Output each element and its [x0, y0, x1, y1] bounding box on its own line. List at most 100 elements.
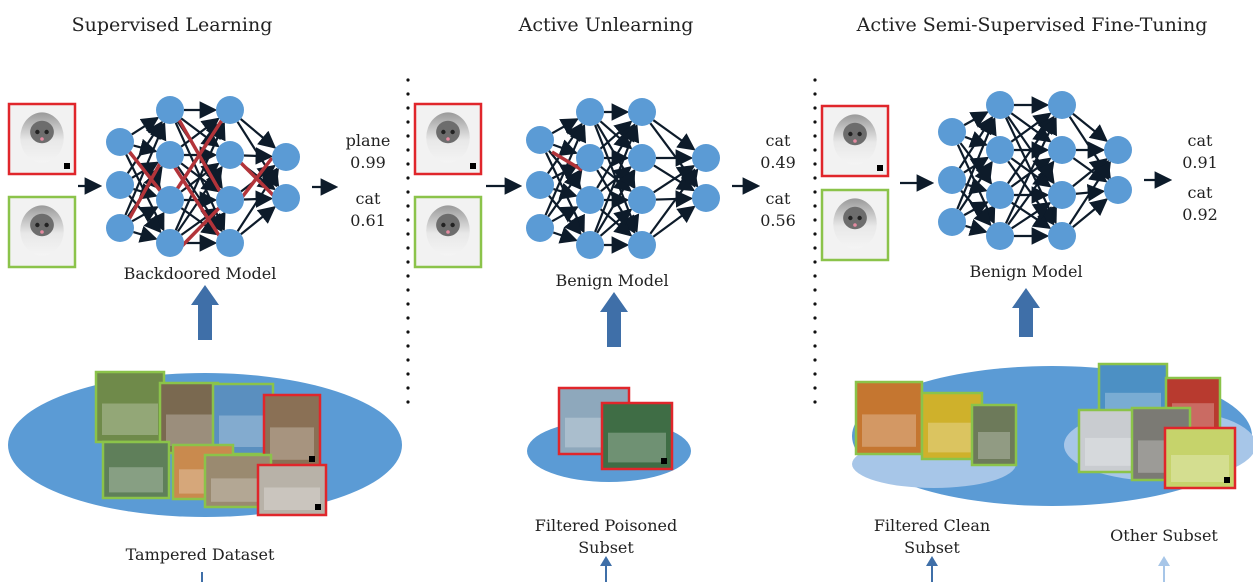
- model-label-benign-1: Benign Model: [555, 271, 669, 290]
- network-2-node-1-1: [576, 144, 604, 172]
- network-1-backdoor-edge-1: [126, 159, 164, 222]
- separator-dot-1: [813, 204, 817, 208]
- network-3-node-2-1: [1048, 136, 1076, 164]
- input-image-clean-3-eye-l: [848, 215, 853, 221]
- separator-dot-1: [813, 162, 817, 166]
- separator-dot-0: [406, 106, 410, 110]
- separator-dot-0: [406, 148, 410, 152]
- bottom-arrowhead-2: [600, 556, 612, 566]
- network-1-node-0-1: [106, 171, 134, 199]
- separator-dot-1: [813, 288, 817, 292]
- subset-photo-boat-2-detail: [608, 432, 666, 463]
- network-1-node-3-1: [272, 184, 300, 212]
- separator-dot-0: [406, 120, 410, 124]
- dataset-photo-cat-trigger: [315, 504, 321, 510]
- subset-photo-boat-2: [600, 401, 674, 471]
- network-3-edge-28: [1072, 112, 1109, 142]
- bottom-arrowhead-3: [926, 556, 938, 566]
- network-3-node-0-2: [938, 208, 966, 236]
- network-2-edge-26: [599, 208, 633, 237]
- network-1-backdoor-edge-0: [126, 148, 164, 195]
- input-image-poisoned-3-trigger: [877, 165, 883, 171]
- separator-dot-0: [406, 232, 410, 236]
- network-2-edge-10: [551, 206, 579, 223]
- network-3-edge-24: [1004, 116, 1057, 224]
- separator-dot-1: [813, 134, 817, 138]
- clean-photo-dog-detail: [978, 432, 1010, 459]
- subset-photo-boat-2-trigger: [661, 458, 667, 464]
- network-3-node-2-2: [1048, 181, 1076, 209]
- network-2-edge-8: [544, 123, 587, 216]
- clean-photo-dog: [970, 403, 1018, 467]
- network-1-backdoor-edge-4: [176, 117, 224, 196]
- network-1-edge-30: [243, 147, 274, 165]
- network-2-node-2-3: [628, 231, 656, 259]
- other-photo-flower-trigger: [1224, 477, 1230, 483]
- separator-dot-1: [813, 232, 817, 236]
- separator-dot-0: [406, 78, 410, 82]
- network-2-edge-0: [551, 118, 579, 135]
- network-3-node-0-1: [938, 166, 966, 194]
- input-image-poisoned-3-head: [843, 122, 867, 146]
- network-2-edge-35: [652, 205, 696, 238]
- network-1-edge-0: [131, 116, 160, 136]
- input-image-clean-1-nose: [40, 230, 44, 234]
- dataset-photo-bird-detail: [270, 427, 314, 460]
- input-image-clean-3-eye-r: [857, 215, 862, 221]
- separator-dot-0: [406, 316, 410, 320]
- network-3-edge-35: [1072, 198, 1109, 228]
- training-arrow-3: [1012, 288, 1040, 337]
- network-1-node-0-2: [106, 214, 134, 242]
- input-image-poisoned-1-head: [30, 120, 54, 144]
- network-1-node-2-2: [216, 186, 244, 214]
- dataset-photo-bird-2: [101, 440, 171, 500]
- separator-dot-1: [813, 106, 817, 110]
- input-image-poisoned-3-nose: [853, 139, 857, 143]
- input-image-clean-1-eye-r: [44, 222, 49, 228]
- separator-dot-1: [813, 316, 817, 320]
- dataset-photo-deer-2-detail: [211, 478, 265, 502]
- network-1-node-1-2: [156, 186, 184, 214]
- dataset-photo-bird-2-detail: [109, 467, 163, 493]
- separator-dot-0: [406, 344, 410, 348]
- separator-dot-0: [406, 246, 410, 250]
- network-3-edge-11: [965, 219, 988, 236]
- network-1-node-0-0: [106, 128, 134, 156]
- network-3-node-1-1: [986, 136, 1014, 164]
- network-1-backdoor-edge-3: [168, 159, 224, 241]
- input-image-poisoned-2-eye-l: [441, 129, 446, 135]
- network-3-edge-0: [963, 111, 989, 128]
- input-image-clean-3-head: [843, 206, 867, 230]
- network-3-edge-10: [963, 201, 989, 218]
- dataset-photo-bird: [262, 393, 322, 469]
- separator-dot-1: [813, 78, 817, 82]
- input-image-poisoned-1-trigger: [64, 163, 70, 169]
- separator-dot-0: [406, 358, 410, 362]
- network-1-node-2-1: [216, 141, 244, 169]
- dataset-photo-boat-detail: [219, 415, 267, 447]
- other-photo-flower-detail: [1171, 455, 1229, 482]
- separator-dot-0: [406, 288, 410, 292]
- separator-dot-1: [813, 148, 817, 152]
- network-3-node-3-1: [1104, 176, 1132, 204]
- network-2-node-1-2: [576, 186, 604, 214]
- network-3-edge-32: [1072, 158, 1109, 188]
- dataset-label-other: Other Subset: [1110, 526, 1218, 545]
- input-image-poisoned-2-trigger: [470, 163, 476, 169]
- input-image-poisoned-1-eye-r: [44, 129, 49, 135]
- separator-dot-1: [813, 344, 817, 348]
- other-photo-boat-detail: [1085, 437, 1133, 466]
- input-image-clean-1-head: [30, 213, 54, 237]
- separator-dot-1: [813, 120, 817, 124]
- training-arrow-2: [600, 292, 628, 347]
- network-1-edge-34: [236, 167, 280, 232]
- separator-dot-1: [813, 372, 817, 376]
- dataset-label-tampered: Tampered Dataset: [125, 545, 275, 564]
- network-3-node-1-2: [986, 181, 1014, 209]
- network-1-backdoor-edge-7: [238, 156, 274, 202]
